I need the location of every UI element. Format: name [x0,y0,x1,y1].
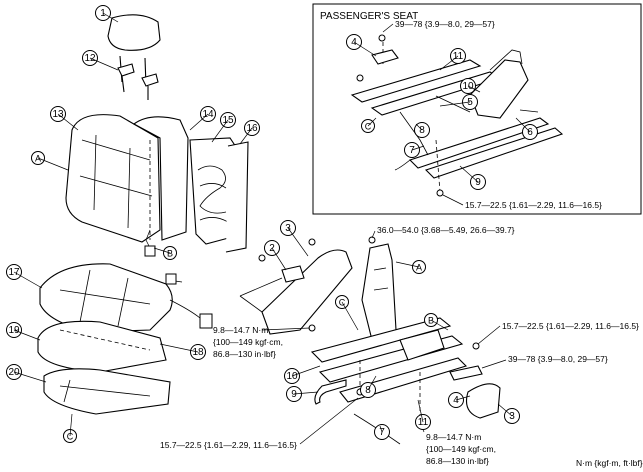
callout-leader [291,365,321,377]
callout-leader [102,12,119,23]
letter-leader [153,247,171,254]
callout-leaders [13,12,531,437]
seat-cushion-trim [39,263,213,333]
torque-front-right: 9.8—14.7 N·m {100—149 kgf·cm, 86.8—130 i… [419,421,496,466]
callout-leader [379,425,383,433]
part-callout-number: 19 [8,325,20,336]
part-callout-number: 9 [291,389,297,400]
part-callout-number: 15 [222,115,234,126]
seat-cushion-frame [43,368,171,415]
part-callout-16: 16 [244,120,260,136]
seat-cushion-pad [37,320,167,373]
seatback-frame [189,137,249,253]
part-callout-number: 11 [453,51,464,62]
seatback-trim [65,114,161,243]
torque-front-left: 9.8—14.7 N·m {100—149 kgf·cm, 86.8—130 i… [213,325,311,359]
callout-leader [271,247,287,271]
callout-leader [239,127,253,145]
callout-leader [13,329,41,341]
torque-front-right-line3: 86.8—130 in·lbf} [426,456,489,466]
callout-leader [417,399,424,423]
part-callout-number: 11 [418,417,429,428]
callout-leader [459,165,479,183]
part-callout-number: 4 [453,395,459,406]
callout-leader [57,113,79,131]
callout-leader [367,375,377,391]
inset-torque-top: 39—78 {3.9—8.0, 29—57} [395,19,495,29]
headrest-guides [117,63,159,100]
callout-leader [439,55,459,71]
reference-letter-text: B [167,249,173,259]
reference-letter-text: C [365,122,372,132]
callout-leader [439,101,471,107]
letter-leader [395,261,420,268]
part-callout-number: 18 [192,347,204,358]
callout-leader [455,395,471,401]
callout-leader [159,343,199,353]
part-callout-number: 9 [475,177,481,188]
letter-leader [341,301,359,331]
torque-front-right-line1: 9.8—14.7 N·m [426,432,481,442]
callout-leader [13,271,43,289]
torque-cover-bolt: 39—78 {3.9—8.0, 29—57} [508,354,608,364]
part-callout-number: 8 [419,125,425,136]
part-callout-number: 7 [409,145,415,156]
torque-bottom: 15.7—22.5 {1.61—2.29, 11.6—16.5} [160,440,297,450]
inset-title: PASSENGER'S SEAT [320,11,418,22]
reference-letter-text: A [416,263,422,273]
callout-leader [497,403,513,417]
inset-torque-bottom: 15.7—22.5 {1.61—2.29, 11.6—16.5} [465,200,602,210]
reference-letter-text: B [428,316,434,326]
part-callout-number: 10 [286,371,298,382]
part-callout-number: 20 [8,367,20,378]
torque-front-left-line3: 86.8—130 in·lbf} [213,349,276,359]
callout-leader [89,57,119,71]
passengers-seat-inset: PASSENGER'S SEAT 39—78 {3.9—8.0, 29—57} … [312,3,642,215]
callout-leader [211,119,229,143]
letter-leader [37,157,69,171]
torque-front-left-line2: {100—149 kgf·cm, [213,337,283,347]
letter-leader [430,319,449,331]
callout-leader [13,371,47,383]
reference-letter-text: C [67,432,74,442]
reference-letter-text: A [35,154,41,164]
letter-leader [69,413,73,437]
callout-leader [467,85,481,93]
callout-leader [515,117,531,133]
part-callout-number: 5 [467,97,473,108]
callout-leader [353,41,377,57]
callout-leader [189,113,209,131]
inset-seat-adjuster [350,34,564,197]
part-callout-number: 7 [379,427,385,438]
callout-leader [287,227,309,257]
part-callout-number: 3 [509,411,515,422]
part-callout-number: 16 [246,123,258,134]
part-callout-number: 14 [202,109,214,120]
unit-note: N·m {kgf·m, ft·lbf} [576,458,643,468]
letter-leader [367,117,377,127]
callout-leader [415,123,423,131]
torque-recliner-bolts: 36.0—54.0 {3.68—5.49, 26.6—39.7} [377,225,515,235]
seatback-pad [132,116,189,241]
part-callout-number: 6 [527,127,533,138]
torque-front-right-line2: {100—149 kgf·cm, [426,444,496,454]
inset-frame [312,3,642,215]
part-callout-number: 8 [365,385,371,396]
callout-leader [293,391,319,395]
torque-front-left-line1: 9.8—14.7 N·m [213,325,268,335]
part-callout-number: 12 [84,53,96,64]
callout-leader [411,145,425,151]
torque-rear-bolts: 15.7—22.5 {1.61—2.29, 11.6—16.5} [502,321,639,331]
